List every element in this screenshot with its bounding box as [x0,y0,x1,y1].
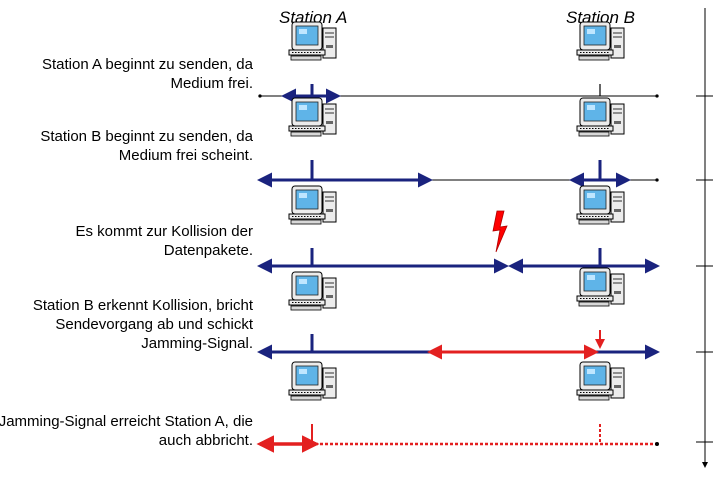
step-5-label: Jamming-Signal erreicht Station A, die a… [0,413,253,449]
computer-icon [288,361,337,401]
step-4-bus [257,330,660,360]
step-3-bus [257,248,660,274]
step-4-label: Station B erkennt Kollision, bricht Send… [32,297,253,352]
computer-icon [576,185,625,225]
computer-icon [576,267,625,307]
computer-icon [576,97,625,137]
computer-icon [288,97,337,137]
step-2-label: Station B beginnt zu senden, da Medium f… [40,128,253,164]
time-axis [696,8,713,468]
computer-icon [288,21,337,61]
step-3-label: Es kommt zur Kollision der Datenpakete. [75,223,253,259]
computer-icon [288,271,337,311]
step-1-bus [258,84,659,104]
computer-icon [576,21,625,61]
step-1-label: Station A beginnt zu senden, da Medium f… [41,56,253,92]
lightning-icon [492,210,508,253]
step-2-bus [257,160,659,188]
computer-icon [288,185,337,225]
step-5-bus [256,424,659,453]
computer-icon [576,361,625,401]
